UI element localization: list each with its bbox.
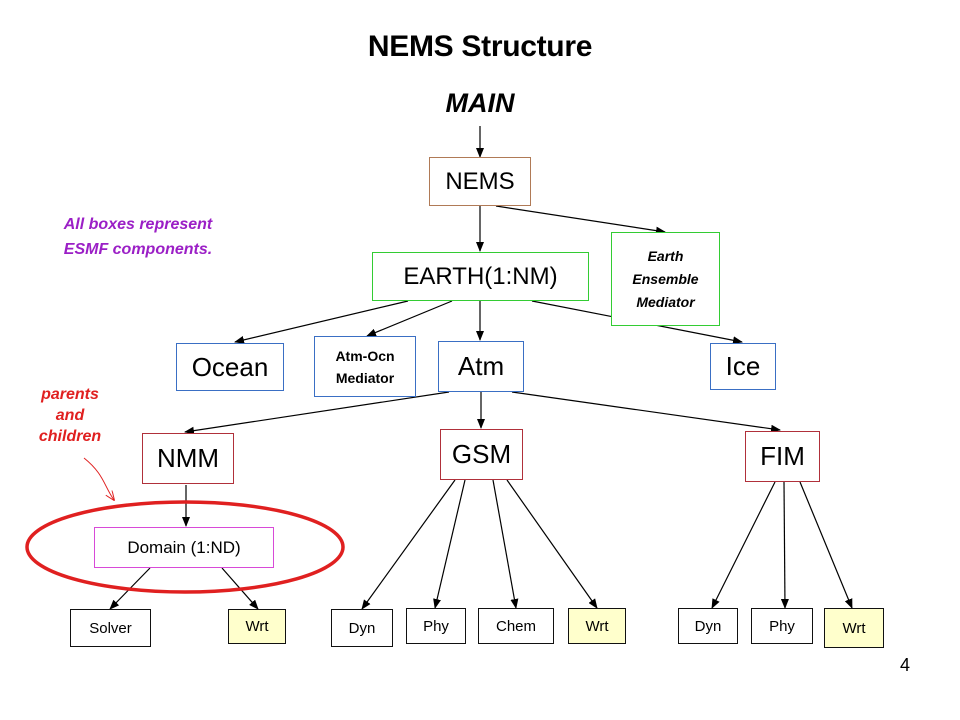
- arrow-gsm-wrt: [506, 479, 598, 609]
- parents-note-line2: and: [55, 407, 85, 424]
- parents-children-note: parents and children: [20, 384, 120, 447]
- page-number: 4: [900, 655, 911, 675]
- nmm-wrt-box: Wrt: [228, 609, 286, 644]
- fim-dyn-box: Dyn: [678, 608, 738, 644]
- arrow-fim-dyn: [711, 481, 776, 609]
- atm-ocn-mediator-box: Atm-Ocn Mediator: [314, 336, 416, 397]
- parents-note-line1: parents: [41, 386, 99, 403]
- arrow-earth-ocean: [234, 300, 409, 344]
- atm-box: Atm: [438, 341, 524, 392]
- esmf-note-line2: ESMF components.: [63, 241, 213, 258]
- gsm-box: GSM: [440, 429, 523, 480]
- arrow-fim-wrt: [799, 481, 853, 609]
- arrow-atm-fim: [511, 391, 781, 433]
- gsm-phy-box: Phy: [406, 608, 466, 644]
- arrow-gsm-phy: [433, 479, 466, 609]
- fim-phy-box: Phy: [751, 608, 813, 644]
- earth-ensemble-line2: Ensemble: [632, 270, 699, 287]
- earth-ensemble-mediator-box: Earth Ensemble Mediator: [611, 232, 720, 326]
- esmf-note: All boxes represent ESMF components.: [38, 212, 238, 262]
- gsm-chem-box: Chem: [478, 608, 554, 644]
- earth-box: EARTH(1:NM): [372, 252, 589, 301]
- fim-box: FIM: [745, 431, 820, 482]
- esmf-note-line1: All boxes represent: [63, 216, 213, 233]
- pointer-curve: [83, 457, 114, 500]
- atm-ocn-line1: Atm-Ocn: [335, 347, 395, 364]
- arrow-atm-nmm: [184, 391, 450, 435]
- arrow-fim-phy: [780, 481, 789, 609]
- atm-ocn-line2: Mediator: [335, 369, 395, 386]
- nmm-solver-box: Solver: [70, 609, 151, 647]
- page-title: NEMS Structure: [367, 30, 593, 63]
- domain-box: Domain (1:ND): [94, 527, 274, 568]
- ocean-box: Ocean: [176, 343, 284, 391]
- nems-box: NEMS: [429, 157, 531, 206]
- highlight-ellipse: [25, 500, 345, 594]
- main-label: MAIN: [445, 88, 515, 118]
- earth-ensemble-line3: Mediator: [636, 293, 695, 310]
- arrow-gsm-dyn: [361, 479, 456, 610]
- parents-note-line3: children: [38, 428, 102, 445]
- earth-ensemble-line1: Earth: [647, 247, 684, 264]
- arrow-nems-ensemble: [495, 205, 666, 235]
- arrow-gsm-chem: [492, 479, 519, 609]
- arrow-earth-atmocn: [366, 300, 453, 337]
- fim-wrt-box: Wrt: [824, 608, 884, 648]
- ice-box: Ice: [710, 343, 776, 390]
- gsm-dyn-box: Dyn: [331, 609, 393, 647]
- nmm-box: NMM: [142, 433, 234, 484]
- gsm-wrt-box: Wrt: [568, 608, 626, 644]
